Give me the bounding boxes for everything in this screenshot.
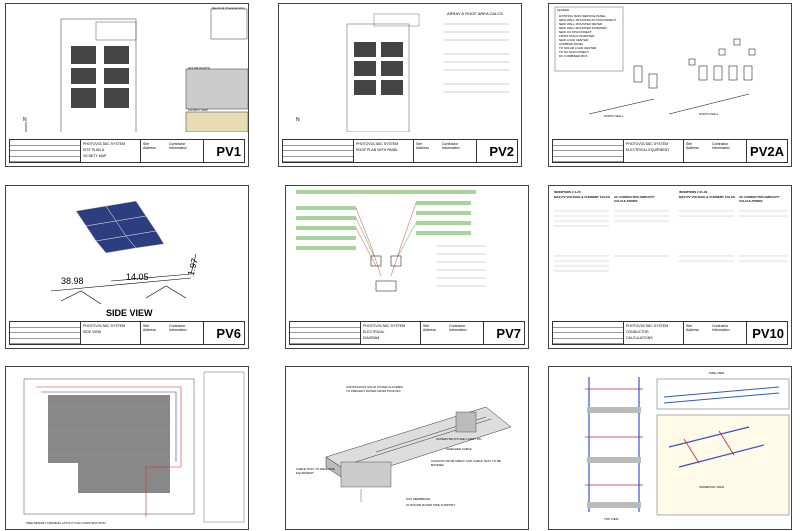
sheet-pv6[interactable]: 38.98 14.05 1.97 SIDE VIEW PHOTOVOLTAIC … xyxy=(5,185,249,349)
sheet-pv10[interactable]: INVERTERS # 1-20 MAX PV VOLTAGE & CURREN… xyxy=(548,185,792,349)
site-address: Site Address xyxy=(686,324,699,332)
system-label: PHOTOVOLTAIC SYSTEM xyxy=(363,324,406,328)
legend-item: NEW WALL MOUNTED AC DISCONNECT xyxy=(559,18,617,22)
sheet-pv7[interactable]: PHOTOVOLTAIC SYSTEM ELECTRICAL DIAGRAM Sit… xyxy=(285,185,529,349)
sheet-racking-views[interactable]: SIDE VIEW TOP VIEW ISOMETRIC VIEW xyxy=(548,366,792,530)
calc-sheet-drawing xyxy=(554,210,787,272)
site-address: Site Address xyxy=(686,142,699,150)
north-arrow-label: N xyxy=(296,117,300,123)
house-photo-label: HOUSE PHOTO xyxy=(188,66,211,70)
system-label: PHOTOVOLTAIC SYSTEM xyxy=(83,142,126,146)
calc-heading: AC CONDUCTOR AMPACITY CALCULATIONS xyxy=(614,195,655,203)
sheet-title-1: SITE PLAN & xyxy=(83,148,105,152)
racking-views-drawing xyxy=(585,377,790,516)
system-label: PHOTOVOLTAIC SYSTEM xyxy=(626,324,669,328)
site-address: Site Address xyxy=(416,142,429,150)
calc-heading: INVERTERS # 1-20 xyxy=(554,190,581,194)
sheet-title-1: SIDE VIEW xyxy=(83,330,102,334)
site-address: Site Address xyxy=(423,324,436,332)
north-wall-label: NORTH WALL xyxy=(699,112,719,116)
legend-list: EXISTING MAIN SERVICE PANEL NEW WALL MOU… xyxy=(559,14,621,58)
sheet-pv2[interactable]: ARRAY & ROOF AREA CALCS N PHOTOVOLTAIC S… xyxy=(278,3,522,167)
legend-item: COMBINE PANEL xyxy=(559,42,584,46)
title-block: PHOTOVOLTAIC SYSTEM SITE PLAN & VICINITY M… xyxy=(9,139,245,163)
dimension-label: 14.05 xyxy=(126,272,149,282)
sheet-number: PV2 xyxy=(489,143,514,159)
site-plan-drawing xyxy=(25,8,248,132)
north-arrow-label: N xyxy=(23,117,27,123)
system-label: PHOTOVOLTAIC SYSTEM xyxy=(356,142,399,146)
calc-heading: MAX PV VOLTAGE & CURRENT CALCS xyxy=(679,195,736,199)
electrical-characteristics-label: Electrical Characteristics xyxy=(212,6,245,10)
title-block: PHOTOVOLTAIC SYSTEM SIDE VIEW Site Addres… xyxy=(9,321,245,345)
system-label: PHOTOVOLTAIC SYSTEM xyxy=(626,142,669,146)
sheet-title-1: ROOF PLAN WITH PANEL xyxy=(356,148,399,152)
detail-note: SHIELDED CABLE xyxy=(446,447,472,451)
sheet-title-2: CALCULATIONS xyxy=(626,336,653,340)
calc-heading: MAX PV VOLTAGE & CURRENT CALCS xyxy=(554,195,611,199)
dimension-label: 38.98 xyxy=(61,276,84,286)
array-roof-calcs-title: ARRAY & ROOF AREA CALCS xyxy=(447,11,503,16)
side-view-label: SIDE VIEW xyxy=(709,371,725,375)
sheet-pv1[interactable]: HOUSE PHOTO VICINITY MAP Electrical Char… xyxy=(5,3,249,167)
electrical-equipment-drawing xyxy=(554,6,756,115)
detail-note: OUTDOOR RATED PIPE SUPPORT xyxy=(406,503,456,507)
legend-title: LEGEND xyxy=(557,8,570,12)
isometric-view-label: ISOMETRIC VIEW xyxy=(699,485,725,489)
north-wall-label: NORTH WALL xyxy=(604,114,624,118)
sheet-title-1: ELECTRICAL EQUIPMENT xyxy=(626,148,670,152)
detail-note: CONTINUOUS SOLID COVER ALLOWED TO PREVEN… xyxy=(346,385,403,393)
sheet-number: PV7 xyxy=(496,325,521,341)
legend-item: EXISTING MAIN SERVICE PANEL xyxy=(559,14,606,18)
sheet-number: PV2A xyxy=(750,143,784,159)
calc-heading: INVERTERS # 21-40 xyxy=(679,190,708,194)
contractor-info: Contractor Information xyxy=(442,142,460,150)
site-address: Site Address xyxy=(143,142,156,150)
contractor-info: Contractor Information xyxy=(712,142,730,150)
legend-item: FROM STACK INVERTER xyxy=(559,34,595,38)
legend-item: NEW WALL MOUNTED METER xyxy=(559,22,603,26)
site-address: Site Address xyxy=(143,324,156,332)
sheet-framing-layout[interactable]: PRELIMINARY FRAMING LAYOUT FOR CONSTRUCT… xyxy=(5,366,249,530)
framing-note: PRELIMINARY FRAMING LAYOUT FOR CONSTRUCT… xyxy=(26,521,106,525)
detail-note: PVC MEMBRANE xyxy=(406,497,431,501)
sheet-rooftop-detail[interactable]: CONTINUOUS SOLID COVER ALLOWED TO PREVEN… xyxy=(285,366,529,530)
system-label: PHOTOVOLTAIC SYSTEM xyxy=(83,324,126,328)
sheet-title-2: DIAGRAM xyxy=(363,336,380,340)
contractor-info: Contractor Information xyxy=(169,142,187,150)
calc-heading: AC CONDUCTOR AMPACITY CALCULATIONS xyxy=(739,195,780,203)
sheet-title-2: VICINITY MAP xyxy=(83,154,107,158)
rooftop-detail-drawing xyxy=(325,406,512,502)
legend-item: NEW DC DISCONNECT xyxy=(559,30,592,34)
contractor-info: Contractor Information xyxy=(169,324,187,332)
detail-note: CONDUIT FROM ARRAY AND CABLE TRAY TO BE … xyxy=(431,459,501,467)
legend-item: TO DC DISCONNECT xyxy=(559,50,589,54)
legend-item: TO SOLAR LOAD CENTER xyxy=(559,46,597,50)
framing-layout-drawing xyxy=(23,371,245,523)
roof-plan-drawing xyxy=(346,13,509,132)
sheet-number: PV6 xyxy=(216,325,241,341)
side-view-drawing xyxy=(50,200,197,305)
title-block: PHOTOVOLTAIC SYSTEM CONDUCTOR CALCULATIONS… xyxy=(552,321,788,345)
sheet-number: PV10 xyxy=(752,325,784,341)
sheet-number: PV1 xyxy=(216,143,241,159)
legend-item: NEW LOAD CENTER xyxy=(559,38,589,42)
side-view-title: SIDE VIEW xyxy=(106,308,153,318)
contractor-info: Contractor Information xyxy=(712,324,730,332)
legend-item: DC COMBINER BOX xyxy=(559,54,588,58)
detail-note: SUPERSTRUCTURE CARRY ON xyxy=(436,437,482,441)
top-view-label: TOP VIEW xyxy=(604,517,619,521)
sheet-title-1: CONDUCTOR xyxy=(626,330,649,334)
contractor-info: Contractor Information xyxy=(449,324,467,332)
vicinity-map-label: VICINITY MAP xyxy=(188,108,208,112)
electrical-diagram xyxy=(296,190,486,292)
sheet-title-1: ELECTRICAL xyxy=(363,330,385,334)
sheet-pv2a[interactable]: LEGEND EXISTING MAIN SERVICE PANEL NEW W… xyxy=(548,3,792,167)
title-block: PHOTOVOLTAIC SYSTEM ELECTRICAL DIAGRAM Sit… xyxy=(289,321,525,345)
legend-item: NEW WALL MOUNTED INVERTER xyxy=(559,26,607,30)
detail-note: CABLE TRAY TO DEDICATE EQUIPMENT xyxy=(296,467,336,475)
